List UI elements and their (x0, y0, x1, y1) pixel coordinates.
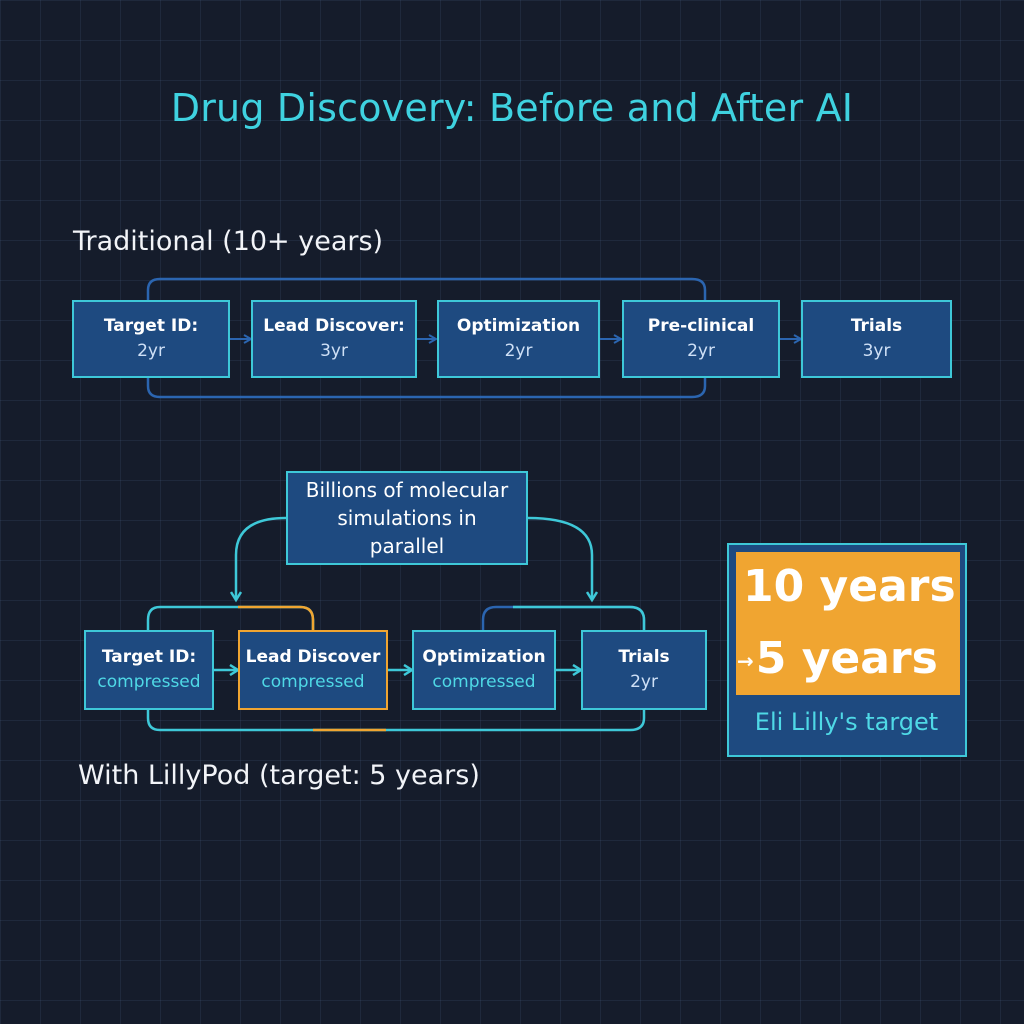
ai-loop-right-top-cyan (513, 605, 646, 630)
summary-to-line: →5 years (737, 633, 938, 684)
ai-loop-bottom (146, 710, 646, 732)
stage-duration: compressed (261, 672, 365, 692)
summary-to: 5 years (755, 633, 938, 684)
stage-name: Lead Discover (245, 647, 381, 667)
stage-name: Target ID: (101, 647, 197, 667)
traditional-stage-trials: Trials 3yr (801, 300, 952, 378)
stage-duration: compressed (97, 672, 201, 692)
ai-stage-target-id: Target ID: compressed (84, 630, 214, 710)
stage-name: Lead Discover: (263, 316, 405, 336)
stage-name: Trials (618, 647, 670, 667)
stage-duration: 2yr (137, 341, 165, 361)
ai-stage-trials: Trials 2yr (581, 630, 707, 710)
traditional-stage-pre-clinical: Pre-clinical 2yr (622, 300, 780, 378)
traditional-stage-lead-discover: Lead Discover: 3yr (251, 300, 417, 378)
stage-name: Trials (850, 316, 903, 336)
timeline-summary-panel: 10 years →5 years Eli Lilly's target (727, 543, 967, 757)
traditional-loop-bottom (146, 378, 707, 399)
callout-arrow-left (236, 516, 287, 600)
stage-name: Pre-clinical (647, 316, 755, 336)
traditional-stage-optimization: Optimization 2yr (437, 300, 600, 378)
traditional-stage-target-id: Target ID: 2yr (72, 300, 230, 378)
traditional-label: Traditional (10+ years) (73, 226, 384, 257)
traditional-loop-top (146, 277, 707, 300)
stage-duration: 2yr (687, 341, 715, 361)
stage-name: Target ID: (103, 316, 199, 336)
arrow-right-icon: → (737, 649, 754, 673)
ai-loop-right-top (481, 605, 646, 630)
summary-caption: Eli Lilly's target (754, 708, 939, 736)
stage-name: Optimization (456, 316, 581, 336)
ai-stage-lead-discover: Lead Discover compressed (238, 630, 388, 710)
page-title: Drug Discovery: Before and After AI (170, 86, 854, 130)
callout-arrow-right (527, 516, 592, 600)
summary-from: 10 years (743, 561, 956, 612)
parallel-simulation-callout: Billions of molecular simulations in par… (286, 471, 528, 565)
ai-stage-optimization: Optimization compressed (412, 630, 556, 710)
ai-loop-left-top (146, 605, 315, 630)
stage-duration: compressed (432, 672, 536, 692)
stage-name: Optimization (422, 647, 546, 667)
stage-duration: 2yr (504, 341, 533, 361)
ai-label: With LillyPod (target: 5 years) (78, 760, 480, 791)
stage-duration: 2yr (630, 672, 658, 692)
stage-duration: 3yr (862, 341, 891, 361)
summary-highlight (736, 552, 960, 695)
stage-duration: 3yr (320, 341, 348, 361)
ai-loop-left-top-orange (238, 605, 315, 630)
